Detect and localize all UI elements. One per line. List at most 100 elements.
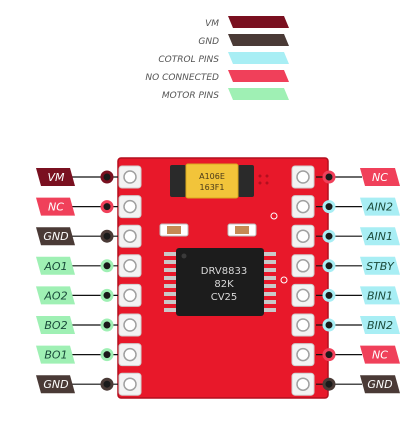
- pin-label-tag: [36, 345, 75, 364]
- header-hole: [296, 377, 310, 391]
- pin-marker: [100, 229, 114, 243]
- legend-label: NO CONNECTED: [145, 73, 219, 83]
- header-hole: [296, 170, 310, 184]
- pin-label: NC: [48, 201, 64, 214]
- pin-label: GND: [367, 378, 392, 391]
- pin-label: BIN1: [367, 289, 393, 302]
- chip-legs-right: [262, 252, 276, 312]
- chip-legs-left: [164, 252, 178, 312]
- header-pads-right: [291, 165, 315, 396]
- pin-marker: [100, 288, 114, 302]
- chip-leg: [164, 292, 178, 296]
- pin-marker: [100, 348, 114, 362]
- pin-label-tag: [36, 197, 75, 216]
- capacitor-body: [185, 163, 239, 199]
- pin-marker: [322, 259, 336, 273]
- pin-label: NC: [372, 349, 388, 362]
- header-pads-left: [118, 165, 142, 396]
- pin-marker: [322, 348, 336, 362]
- chip-leg: [262, 284, 276, 288]
- pin-label: GND: [43, 230, 68, 243]
- legend-swatch: [228, 16, 289, 28]
- pin-label: STBY: [366, 260, 395, 273]
- resistor-left: [159, 223, 189, 237]
- pin-label: BO1: [44, 349, 67, 362]
- pin-label-tag: [36, 375, 75, 394]
- chip-leg: [262, 292, 276, 296]
- header-hole: [123, 259, 137, 273]
- pin-label: NC: [372, 171, 388, 184]
- chip-pin1-mark: [181, 253, 187, 259]
- header-hole: [296, 229, 310, 243]
- chip-label-3: CV25: [211, 292, 238, 303]
- pin-label-tag: [360, 168, 400, 186]
- pin-label-tag: [36, 286, 75, 305]
- chip-body: [176, 248, 264, 316]
- pin-label-tag: [36, 227, 75, 246]
- header-hole: [296, 288, 310, 303]
- chip-leg: [164, 276, 178, 280]
- chip-leg: [262, 268, 276, 272]
- header-hole: [123, 347, 137, 362]
- driver-board: A106E 163F1 DRV8833 82K: [117, 157, 329, 399]
- header-hole: [123, 288, 137, 303]
- driver-chip: DRV8833 82K CV25: [164, 248, 276, 316]
- pin-marker: [322, 229, 336, 243]
- pin-label: BIN2: [367, 319, 393, 332]
- header-hole: [123, 318, 137, 332]
- resistor-right: [227, 223, 257, 237]
- capacitor-label-2: 163F1: [200, 183, 225, 192]
- pin-label-tag: [360, 197, 400, 216]
- pin-label: AIN1: [366, 230, 393, 243]
- chip-leg: [164, 268, 178, 272]
- pin-label: GND: [43, 378, 68, 391]
- pin-label: AO2: [43, 289, 67, 302]
- chip-leg: [164, 284, 178, 288]
- pin-label-tag: [360, 375, 400, 394]
- legend-swatch: [228, 88, 289, 100]
- header-hole: [296, 199, 310, 214]
- pin-marker: [100, 259, 114, 273]
- capacitor-pad-left: [170, 165, 186, 197]
- chip-leg: [164, 252, 178, 256]
- pin-label-tag: [360, 316, 400, 334]
- pin-marker: [322, 288, 336, 302]
- pin-label: BO2: [44, 319, 67, 332]
- header-hole: [123, 199, 137, 214]
- capacitor-label-1: A106E: [199, 172, 225, 181]
- chip-leg: [262, 300, 276, 304]
- legend-label: MOTOR PINS: [162, 91, 219, 101]
- chip-leg: [262, 276, 276, 280]
- header-hole: [123, 377, 137, 391]
- header-hole: [123, 170, 137, 184]
- legend-swatch: [228, 34, 289, 46]
- pin-marker: [100, 170, 114, 184]
- legend-swatch: [228, 70, 289, 82]
- vias: [258, 174, 288, 284]
- chip-leg: [262, 252, 276, 256]
- pin-marker: [100, 377, 114, 391]
- pin-marker: [322, 170, 336, 184]
- chip-leg: [164, 260, 178, 264]
- header-hole: [296, 347, 310, 362]
- resistor-right-body: [235, 226, 249, 234]
- capacitor-pad-right: [238, 165, 254, 197]
- pin-label-tag: [36, 256, 75, 275]
- legend-label: COTROL PINS: [158, 55, 219, 65]
- chip-leg: [164, 300, 178, 304]
- pin-label-tag: [36, 168, 75, 186]
- pin-marker: [100, 318, 114, 332]
- pin-label: AIN2: [366, 201, 393, 214]
- pin-label-tag: [360, 345, 400, 364]
- pin-label-tag: [360, 227, 400, 246]
- resistor-left-body: [167, 226, 181, 234]
- capacitor: A106E 163F1: [170, 163, 254, 199]
- pin-marker: [322, 318, 336, 332]
- chip-label-1: DRV8833: [201, 266, 247, 277]
- header-hole: [296, 318, 310, 332]
- legend-label: VM: [205, 19, 219, 29]
